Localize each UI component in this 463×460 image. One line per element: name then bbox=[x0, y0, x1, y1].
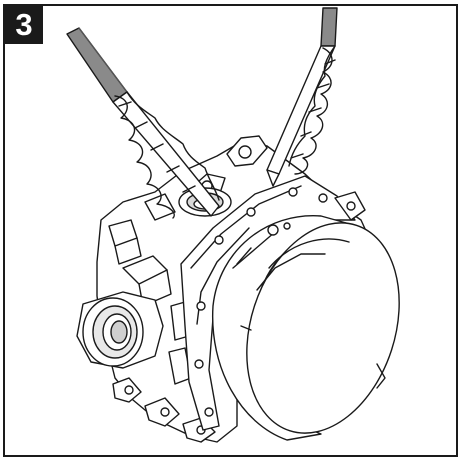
assembly-illustration bbox=[66, 7, 400, 443]
drill-bit-icon bbox=[66, 27, 220, 219]
drill-bit-icon bbox=[266, 7, 338, 187]
step-number-badge: 3 bbox=[5, 6, 43, 44]
instruction-panel: 3 bbox=[3, 4, 458, 457]
protective-cap bbox=[211, 215, 400, 441]
